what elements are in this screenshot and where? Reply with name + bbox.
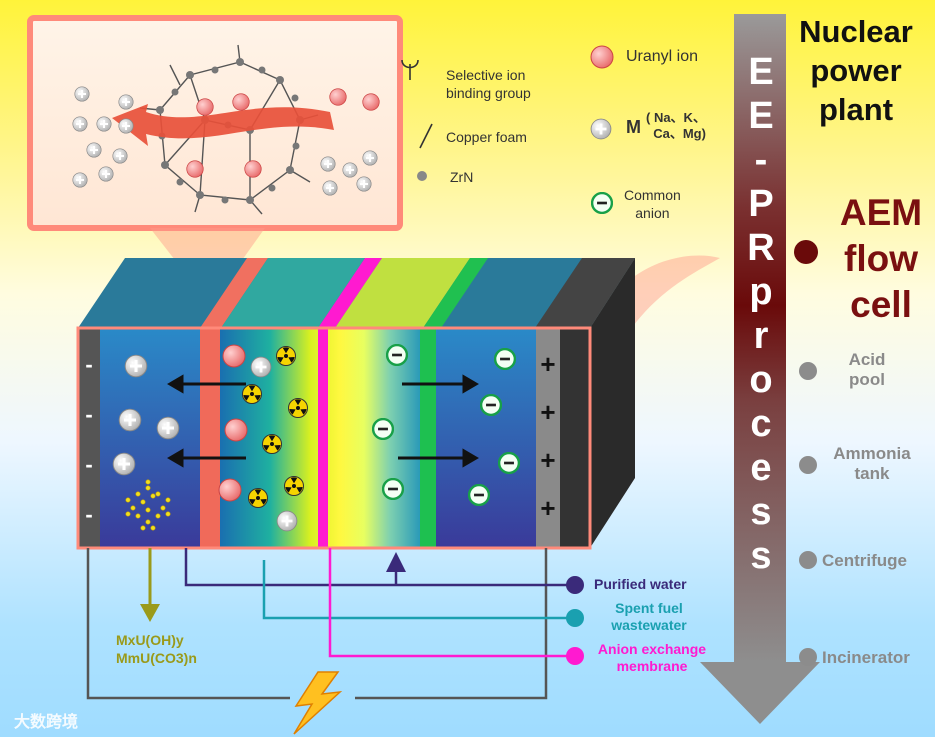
stage-ammonia-tank: Ammonia tank [833, 444, 911, 483]
title-line: plant [818, 92, 894, 127]
stage-centrifuge: Centrifuge [822, 551, 907, 570]
zrn-icon [417, 171, 427, 181]
minus-sign: - [85, 352, 93, 377]
cathode-signs: - - - - [80, 340, 98, 540]
plus-sign: + [540, 349, 556, 379]
plus-sign: + [540, 445, 556, 475]
plant-title: Nuclear power plant [786, 12, 926, 129]
letter: P [748, 183, 774, 225]
letter: e [750, 447, 772, 489]
anode-signs: + + + + [537, 340, 559, 532]
stage-dot [799, 551, 817, 569]
flow-cell [76, 258, 635, 550]
letter: E [748, 95, 774, 137]
process-arrow-text: E E - P R p r o c e s s [736, 50, 786, 578]
spent-dot [566, 609, 584, 627]
legend-metal-ions-sub: ( Na、K、 Ca、Mg) [646, 110, 706, 141]
stage-dot [799, 648, 817, 666]
membrane-label: Anion exchange membrane [597, 641, 707, 674]
letter: r [753, 315, 769, 357]
legend-selective-group: Selective ion binding group [446, 67, 531, 101]
process-arrow [700, 14, 820, 724]
inset-panel [27, 15, 403, 305]
title-line: power [810, 53, 902, 88]
letter: p [749, 271, 773, 313]
uranyl-icon [590, 45, 614, 69]
legend-copper-foam: Copper foam [446, 129, 527, 145]
stage-dot [799, 456, 817, 474]
purified-water-label: Purified water [594, 576, 687, 592]
stage-line: AEM [839, 192, 923, 233]
plus-sign: + [540, 397, 556, 427]
zrn-crystal [125, 479, 171, 531]
membrane-dot [566, 647, 584, 665]
product-formula: MxU(OH)y MmU(CO3)n [116, 631, 197, 667]
minus-sign: - [85, 502, 93, 527]
product-arrow [140, 604, 160, 622]
stage-line: cell [850, 284, 912, 325]
spent-fuel-label: Spent fuel wastewater [611, 600, 687, 633]
copper-foam-icon [419, 123, 433, 149]
stage-dot [799, 362, 817, 380]
current-stage-label: AEM flow cell [826, 190, 935, 328]
letter: - [754, 139, 768, 181]
stage-acid-pool: Acid pool [848, 350, 886, 389]
letter: s [750, 491, 772, 533]
minus-sign: - [85, 402, 93, 427]
current-stage-dot [794, 240, 818, 264]
minus-sign: - [85, 452, 93, 477]
watermark: 大数跨境 [14, 714, 79, 731]
title-line: Nuclear [799, 14, 913, 49]
legend-metal-ions: M [626, 117, 641, 137]
stage-line: flow [844, 238, 918, 279]
letter: E [748, 51, 774, 93]
legend-uranyl: Uranyl ion [626, 48, 699, 65]
legend-zrn: ZrN [450, 169, 474, 185]
anion-icon [591, 192, 613, 214]
binding-group-icon [401, 59, 419, 80]
stage-incinerator: Incinerator [822, 648, 910, 667]
product-line: MxU(OH)y [116, 632, 184, 648]
lightning-icon [293, 671, 343, 735]
legend-common-anion: Common anion [624, 187, 681, 221]
metal-ion-icon [590, 118, 612, 140]
product-line: MmU(CO3)n [116, 650, 197, 666]
purified-dot [566, 576, 584, 594]
inlet-arrow [386, 552, 406, 572]
legend-icons [401, 45, 614, 214]
plus-sign: + [540, 493, 556, 523]
letter: s [750, 535, 772, 577]
connector-lines [86, 548, 575, 700]
letter: o [749, 359, 773, 401]
letter: c [750, 403, 772, 445]
letter: R [747, 227, 775, 269]
